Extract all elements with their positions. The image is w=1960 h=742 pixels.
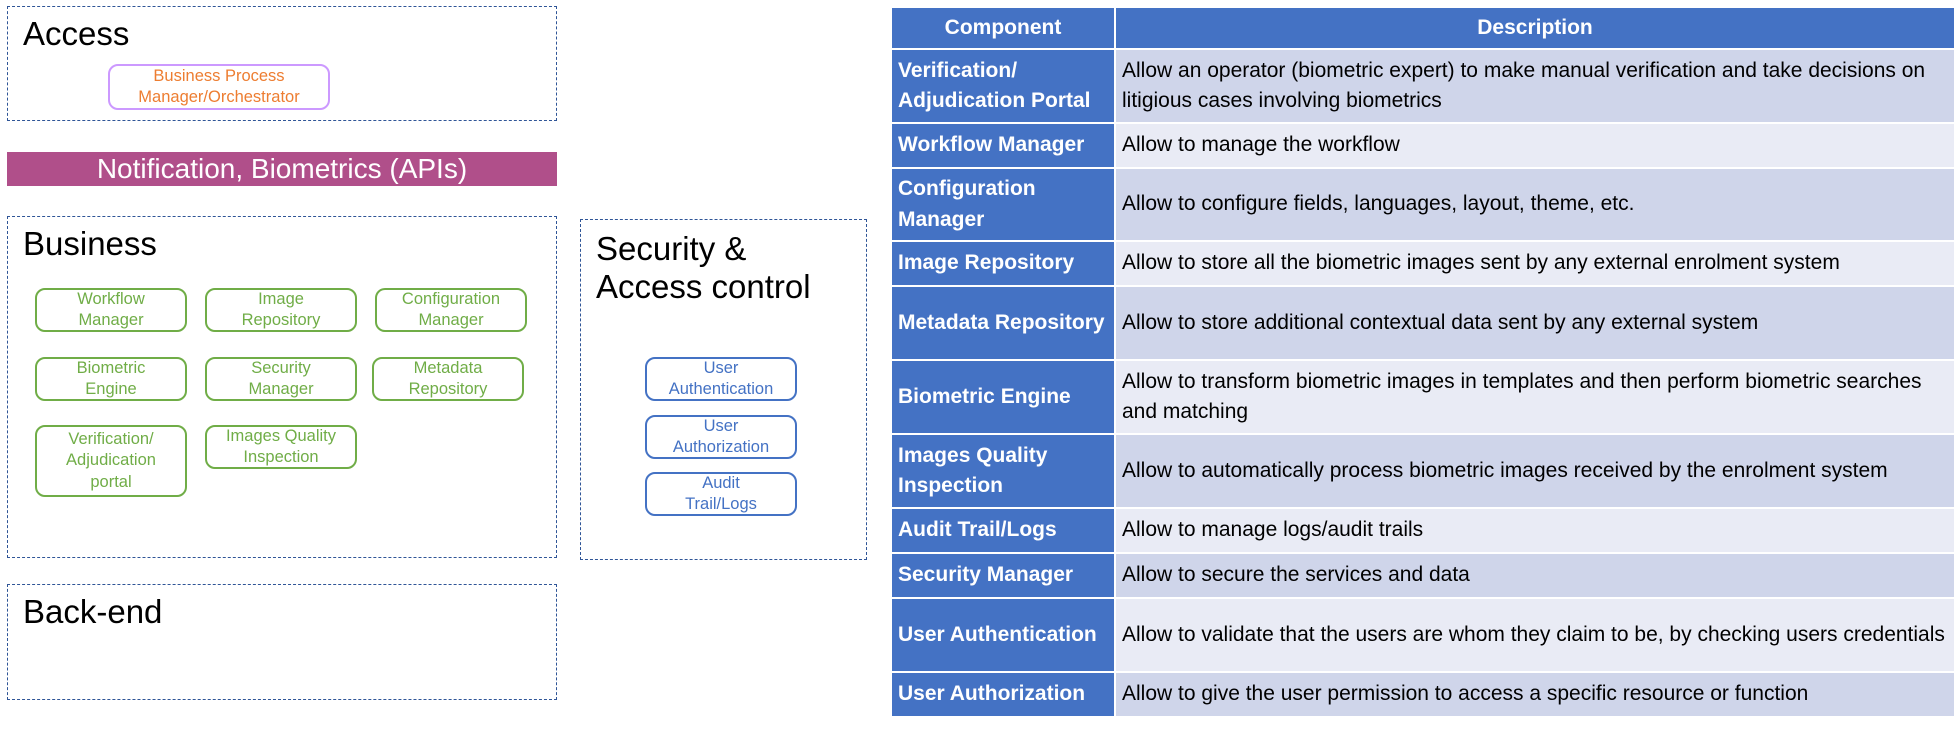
- description-cell: Allow to configure fields, languages, la…: [1116, 169, 1954, 240]
- business-panel: Business Workflow Manager Image Reposito…: [7, 216, 557, 558]
- table-row: Security Manager Allow to secure the ser…: [892, 554, 1954, 597]
- description-cell: Allow to transform biometric images in t…: [1116, 361, 1954, 433]
- table-row: Verification/ Adjudication Portal Allow …: [892, 50, 1954, 122]
- audit-trail-logs-box: Audit Trail/Logs: [645, 472, 797, 516]
- description-cell: Allow to secure the services and data: [1116, 554, 1954, 597]
- component-cell: Audit Trail/Logs: [892, 509, 1114, 552]
- component-table: Component Description Verification/ Adju…: [890, 6, 1956, 718]
- description-cell: Allow to give the user permission to acc…: [1116, 673, 1954, 716]
- description-cell: Allow to validate that the users are who…: [1116, 599, 1954, 671]
- component-cell: Metadata Repository: [892, 287, 1114, 359]
- component-cell: Security Manager: [892, 554, 1114, 597]
- table-row: Workflow Manager Allow to manage the wor…: [892, 124, 1954, 167]
- component-cell: Workflow Manager: [892, 124, 1114, 167]
- description-cell: Allow to store all the biometric images …: [1116, 242, 1954, 285]
- image-repository-box: Image Repository: [205, 288, 357, 332]
- user-authorization-box: User Authorization: [645, 415, 797, 459]
- table-row: User Authorization Allow to give the use…: [892, 673, 1954, 716]
- business-process-manager-box: Business Process Manager/Orchestrator: [108, 64, 330, 110]
- security-manager-box: Security Manager: [205, 357, 357, 401]
- table-header-row: Component Description: [892, 8, 1954, 48]
- backend-panel: Back-end: [7, 584, 557, 700]
- description-cell: Allow to store additional contextual dat…: [1116, 287, 1954, 359]
- table-row: Configuration Manager Allow to configure…: [892, 169, 1954, 240]
- component-cell: User Authorization: [892, 673, 1114, 716]
- component-cell: Images Quality Inspection: [892, 435, 1114, 507]
- configuration-manager-box: Configuration Manager: [375, 288, 527, 332]
- api-bar: Notification, Biometrics (APIs): [7, 152, 557, 186]
- access-panel: Access Business Process Manager/Orchestr…: [7, 6, 557, 121]
- table-row: Biometric Engine Allow to transform biom…: [892, 361, 1954, 433]
- component-column-header: Component: [892, 8, 1114, 48]
- description-cell: Allow to manage logs/audit trails: [1116, 509, 1954, 552]
- verification-adjudication-portal-box: Verification/ Adjudication portal: [35, 425, 187, 497]
- description-cell: Allow to manage the workflow: [1116, 124, 1954, 167]
- user-authentication-box: User Authentication: [645, 357, 797, 401]
- component-cell: Image Repository: [892, 242, 1114, 285]
- description-cell: Allow an operator (biometric expert) to …: [1116, 50, 1954, 122]
- table-row: User Authentication Allow to validate th…: [892, 599, 1954, 671]
- api-bar-label: Notification, Biometrics (APIs): [96, 153, 468, 184]
- workflow-manager-box: Workflow Manager: [35, 288, 187, 332]
- component-cell: Verification/ Adjudication Portal: [892, 50, 1114, 122]
- table-row: Image Repository Allow to store all the …: [892, 242, 1954, 285]
- table-row: Metadata Repository Allow to store addit…: [892, 287, 1954, 359]
- access-title: Access: [23, 15, 130, 52]
- biometric-engine-box: Biometric Engine: [35, 357, 187, 401]
- metadata-repository-box: Metadata Repository: [372, 357, 524, 401]
- business-title: Business: [23, 225, 157, 262]
- images-quality-inspection-box: Images Quality Inspection: [205, 425, 357, 469]
- backend-title: Back-end: [23, 593, 163, 630]
- component-cell: User Authentication: [892, 599, 1114, 671]
- table-row: Images Quality Inspection Allow to autom…: [892, 435, 1954, 507]
- security-title: Security & Access control: [596, 230, 811, 306]
- description-cell: Allow to automatically process biometric…: [1116, 435, 1954, 507]
- component-cell: Configuration Manager: [892, 169, 1114, 240]
- component-cell: Biometric Engine: [892, 361, 1114, 433]
- table-row: Audit Trail/Logs Allow to manage logs/au…: [892, 509, 1954, 552]
- description-column-header: Description: [1116, 8, 1954, 48]
- security-panel: Security & Access control User Authentic…: [580, 219, 867, 560]
